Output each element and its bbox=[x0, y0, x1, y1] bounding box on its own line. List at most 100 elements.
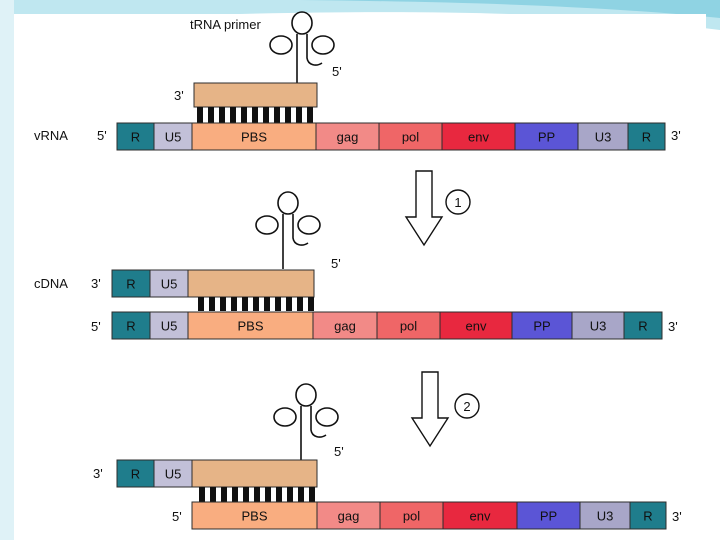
base-pair-tooth bbox=[274, 107, 280, 123]
base-pair-tooth bbox=[308, 297, 314, 311]
trna-right-loop bbox=[315, 407, 339, 427]
primer-3prime-label-1: 3' bbox=[174, 88, 184, 103]
template-5prime-label-2: 5' bbox=[91, 319, 101, 334]
base-pair-tooth bbox=[309, 487, 315, 503]
segment-label-pbs: PBS bbox=[237, 319, 263, 334]
slide-left-band bbox=[0, 0, 14, 540]
trna-stem bbox=[282, 214, 309, 269]
slide-top-band bbox=[0, 0, 720, 30]
base-pair-tooth bbox=[197, 107, 203, 123]
step-number: 1 bbox=[454, 195, 461, 210]
segment-label-r: R bbox=[642, 130, 651, 145]
trna-stem bbox=[300, 406, 327, 461]
template-5prime-label-3: 5' bbox=[172, 509, 182, 524]
base-pair-tooth bbox=[243, 487, 249, 503]
base-pairing-teeth bbox=[199, 487, 315, 503]
step-1-down-arrow-icon bbox=[404, 170, 444, 247]
segment-label-pol: pol bbox=[400, 319, 417, 334]
base-pair-tooth bbox=[232, 487, 238, 503]
segment-label-gag: gag bbox=[337, 130, 359, 145]
trna-primer-label: tRNA primer bbox=[190, 17, 261, 32]
segment-r bbox=[629, 501, 667, 530]
base-pair-tooth bbox=[219, 107, 225, 123]
base-pairing-teeth bbox=[198, 297, 314, 311]
segment-u3 bbox=[577, 122, 629, 151]
template-3prime-label-3: 3' bbox=[672, 509, 682, 524]
primer-body-2 bbox=[187, 269, 315, 298]
base-pair-tooth bbox=[298, 487, 304, 503]
cdna-3prime-label-3: 3' bbox=[93, 466, 103, 481]
base-pair-tooth bbox=[208, 107, 214, 123]
base-pair-tooth bbox=[254, 487, 260, 503]
segment-label-env: env bbox=[468, 130, 489, 145]
segment-label-r: R bbox=[131, 467, 140, 482]
segment-pbs bbox=[191, 122, 317, 151]
segment-label-r: R bbox=[643, 509, 652, 524]
segment-label-pp: PP bbox=[540, 509, 557, 524]
segment-r bbox=[116, 122, 155, 151]
segment-label-pbs: PBS bbox=[241, 509, 267, 524]
trna-top-loop bbox=[277, 191, 299, 215]
step-number-circle bbox=[454, 393, 480, 419]
cdna-label: cDNA bbox=[34, 276, 68, 291]
base-pair-tooth bbox=[253, 297, 259, 311]
segment-label-gag: gag bbox=[334, 319, 356, 334]
primer-body-1 bbox=[193, 82, 318, 108]
segment-pp bbox=[514, 122, 579, 151]
segment-label-pp: PP bbox=[533, 319, 550, 334]
primer-body-3 bbox=[191, 459, 318, 488]
vrna-5prime-label: 5' bbox=[97, 128, 107, 143]
step-2-down-arrow-icon bbox=[410, 371, 450, 448]
primer-5prime-label-1: 5' bbox=[332, 64, 342, 79]
base-pair-tooth bbox=[307, 107, 313, 123]
segment-label-pol: pol bbox=[402, 130, 419, 145]
segment-env bbox=[441, 122, 516, 151]
segment-r bbox=[111, 269, 151, 298]
segment-pbs bbox=[191, 501, 318, 530]
segment-label-env: env bbox=[470, 509, 491, 524]
base-pair-tooth bbox=[209, 297, 215, 311]
segment-label-pol: pol bbox=[403, 509, 420, 524]
trna-top-loop bbox=[291, 11, 313, 35]
base-pair-tooth bbox=[297, 297, 303, 311]
segment-u5 bbox=[153, 459, 193, 488]
segment-label-env: env bbox=[466, 319, 487, 334]
segment-r bbox=[111, 311, 151, 340]
segment-pp bbox=[511, 311, 573, 340]
step-number: 2 bbox=[463, 399, 470, 414]
segment-label-u3: U3 bbox=[597, 509, 614, 524]
base-pair-tooth bbox=[231, 297, 237, 311]
segment-label-u5: U5 bbox=[161, 277, 178, 292]
segment-label-u3: U3 bbox=[590, 319, 607, 334]
segment-r bbox=[116, 459, 155, 488]
primer-5prime-label-3: 5' bbox=[334, 444, 344, 459]
base-pair-tooth bbox=[198, 297, 204, 311]
trna-left-loop bbox=[273, 407, 297, 427]
primer-5prime-label-2: 5' bbox=[331, 256, 341, 271]
segment-pbs bbox=[187, 311, 314, 340]
segment-label-pbs: PBS bbox=[241, 130, 267, 145]
base-pair-tooth bbox=[285, 107, 291, 123]
segment-label-u5: U5 bbox=[161, 319, 178, 334]
base-pair-tooth bbox=[264, 297, 270, 311]
trna-primer-cloverleaf-3 bbox=[273, 383, 339, 461]
template-3prime-label-2: 3' bbox=[668, 319, 678, 334]
segment-label-pp: PP bbox=[538, 130, 555, 145]
segment-r bbox=[623, 311, 663, 340]
base-pair-tooth bbox=[286, 297, 292, 311]
segment-label-r: R bbox=[638, 319, 647, 334]
segment-label-gag: gag bbox=[338, 509, 360, 524]
base-pair-tooth bbox=[221, 487, 227, 503]
base-pairing-teeth bbox=[197, 107, 313, 123]
segment-label-r: R bbox=[126, 277, 135, 292]
vrna-label: vRNA bbox=[34, 128, 68, 143]
base-pair-tooth bbox=[296, 107, 302, 123]
segment-label-u3: U3 bbox=[595, 130, 612, 145]
base-pair-tooth bbox=[265, 487, 271, 503]
segment-pp bbox=[516, 501, 581, 530]
segment-u3 bbox=[571, 311, 625, 340]
trna-stem bbox=[296, 34, 323, 83]
trna-left-loop bbox=[269, 35, 293, 55]
cdna-3prime-label-2: 3' bbox=[91, 276, 101, 291]
